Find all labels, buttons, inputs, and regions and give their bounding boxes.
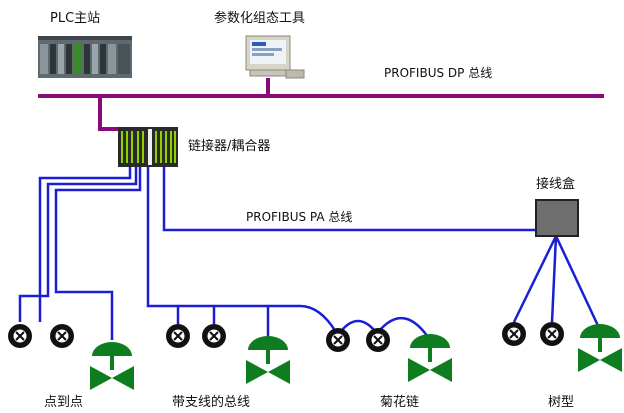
- plc-master-label: PLC主站: [50, 11, 101, 26]
- link-coupler-label: 链接器/耦合器: [188, 139, 271, 154]
- config-tool-label: 参数化组态工具: [214, 11, 306, 26]
- topology-spur-bus-label: 带支线的总线: [172, 395, 251, 410]
- sensor-icon: [50, 324, 74, 348]
- profibus-dp-bus-label: PROFIBUS DP 总线: [384, 66, 493, 80]
- junction-box-icon: [535, 199, 579, 237]
- topology-point-to-point-label: 点到点: [44, 395, 84, 410]
- junction-box-label: 接线盒: [536, 177, 576, 192]
- topology-tree-label: 树型: [548, 395, 575, 410]
- sensor-icon: [540, 322, 564, 346]
- control-valve-icon: [90, 342, 134, 390]
- sensor-icon: [366, 328, 390, 352]
- sensor-icon: [326, 328, 350, 352]
- profibus-pa-wiring: [18, 166, 602, 341]
- sensor-icon: [202, 324, 226, 348]
- sensor-icon: [502, 322, 526, 346]
- sensor-icon: [8, 324, 32, 348]
- plc-rack-icon: [38, 36, 132, 78]
- control-valve-icon: [246, 336, 290, 384]
- profibus-pa-bus-label: PROFIBUS PA 总线: [246, 210, 353, 224]
- link-coupler-icon: [118, 127, 178, 167]
- control-valve-icon: [578, 324, 622, 372]
- profibus-dp-bus: [38, 78, 604, 131]
- sensor-icon: [166, 324, 190, 348]
- control-valve-icon: [408, 334, 452, 382]
- topology-daisy-chain-label: 菊花链: [380, 395, 420, 410]
- workstation-computer-icon: [245, 35, 305, 79]
